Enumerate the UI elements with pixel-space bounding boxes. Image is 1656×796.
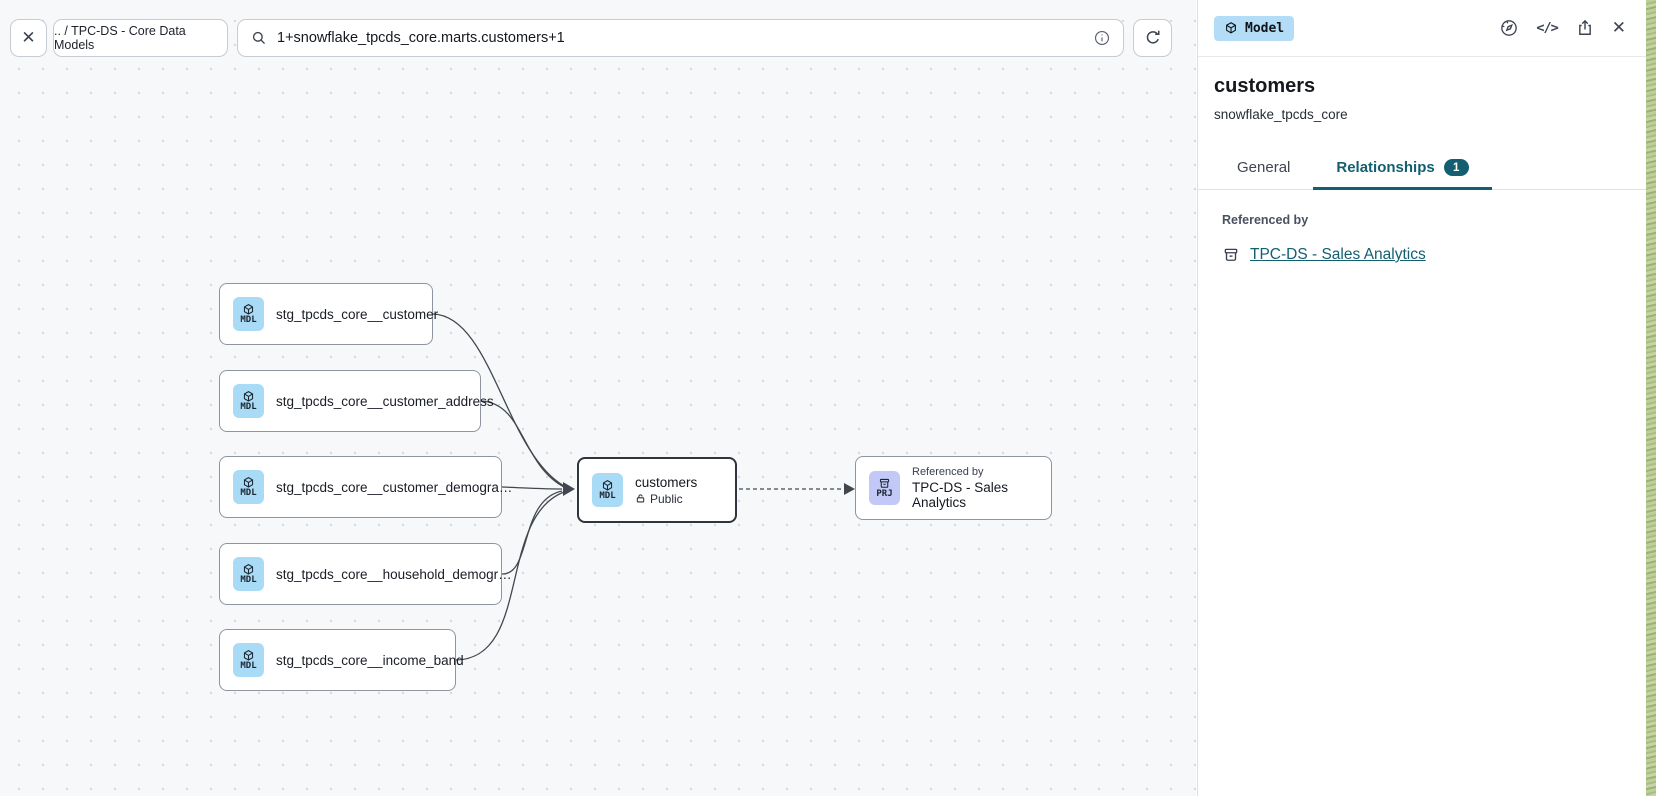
info-icon[interactable] bbox=[1093, 29, 1111, 47]
relationships-count-badge: 1 bbox=[1443, 159, 1469, 176]
search-icon bbox=[252, 31, 266, 45]
breadcrumb[interactable]: .. / TPC-DS - Core Data Models bbox=[53, 19, 228, 57]
referenced-by-label: Referenced by bbox=[1222, 213, 1309, 227]
archive-box-icon bbox=[879, 478, 890, 488]
model-type-badge: MDL bbox=[233, 643, 264, 677]
cube-icon bbox=[1226, 22, 1236, 34]
project-subtitle: snowflake_tpcds_core bbox=[1214, 107, 1348, 122]
cube-icon bbox=[243, 303, 254, 315]
cube-icon bbox=[602, 479, 613, 491]
cube-icon bbox=[243, 563, 254, 575]
cube-icon bbox=[243, 476, 254, 488]
node-label: stg_tpcds_core__customer_address bbox=[276, 393, 494, 409]
node-stg-customer-address[interactable]: MDL stg_tpcds_core__customer_address bbox=[219, 370, 494, 432]
panel-header: Model </> ✕ bbox=[1198, 0, 1646, 57]
edge bbox=[501, 490, 563, 575]
breadcrumb-label: .. / TPC-DS - Core Data Models bbox=[54, 24, 186, 52]
node-customers-selected[interactable]: MDL customers Public bbox=[577, 457, 737, 523]
share-icon[interactable] bbox=[1575, 18, 1595, 38]
desktop-wallpaper-sliver bbox=[1646, 0, 1656, 796]
explore-compass-icon[interactable] bbox=[1499, 18, 1519, 38]
node-stg-customer[interactable]: MDL stg_tpcds_core__customer bbox=[219, 283, 438, 345]
node-referencing-project[interactable]: PRJ Referenced by TPC-DS - Sales Analyti… bbox=[855, 456, 1052, 520]
cube-icon bbox=[243, 649, 254, 661]
panel-body: customers snowflake_tpcds_core General R… bbox=[1198, 57, 1646, 269]
model-type-badge: MDL bbox=[233, 557, 264, 591]
model-type-badge: MDL bbox=[233, 384, 264, 418]
public-access-icon bbox=[636, 494, 645, 503]
close-graph-button[interactable]: ✕ bbox=[10, 19, 47, 57]
panel-tabs: General Relationships 1 bbox=[1198, 149, 1646, 190]
node-label: stg_tpcds_core__customer_demogra… bbox=[276, 479, 513, 495]
node-stg-income-band[interactable]: MDL stg_tpcds_core__income_band bbox=[219, 629, 464, 691]
node-stg-household-demographics[interactable]: MDL stg_tpcds_core__household_demogr… bbox=[219, 543, 512, 605]
arrowhead bbox=[563, 482, 575, 496]
tab-relationships[interactable]: Relationships 1 bbox=[1313, 149, 1492, 190]
model-type-badge: MDL bbox=[233, 470, 264, 504]
close-panel-icon[interactable]: ✕ bbox=[1611, 18, 1626, 37]
node-label: stg_tpcds_core__customer bbox=[276, 306, 439, 322]
node-title: TPC-DS - Sales Analytics bbox=[912, 480, 1009, 510]
resource-type-chip: Model bbox=[1214, 15, 1295, 41]
cube-icon bbox=[243, 390, 254, 402]
refresh-button[interactable] bbox=[1133, 19, 1172, 57]
node-title: customers bbox=[635, 474, 698, 490]
lineage-search[interactable] bbox=[237, 19, 1124, 57]
close-icon: ✕ bbox=[21, 28, 36, 47]
node-access: Public bbox=[635, 492, 697, 506]
arrowhead bbox=[844, 483, 855, 495]
model-type-badge: MDL bbox=[233, 297, 264, 331]
model-type-badge: MDL bbox=[592, 473, 623, 507]
referenced-by-section: Referenced by TPC-DS - Sales Analytics bbox=[1198, 190, 1646, 269]
tab-general[interactable]: General bbox=[1237, 159, 1291, 176]
node-label: stg_tpcds_core__household_demogr… bbox=[276, 566, 512, 582]
code-icon[interactable]: </> bbox=[1536, 20, 1558, 36]
refresh-icon bbox=[1146, 30, 1159, 44]
project-archive-icon bbox=[1224, 248, 1238, 261]
lineage-canvas[interactable]: ✕ .. / TPC-DS - Core Data Models MDL bbox=[0, 0, 1196, 796]
page-title: customers bbox=[1214, 75, 1316, 97]
detail-panel: Model </> ✕ customers snowflake_tpcds_co… bbox=[1197, 0, 1646, 796]
lineage-edges bbox=[432, 313, 855, 661]
node-stg-customer-demographics[interactable]: MDL stg_tpcds_core__customer_demogra… bbox=[219, 456, 512, 518]
referenced-by-link[interactable]: TPC-DS - Sales Analytics bbox=[1222, 246, 1426, 264]
node-label: stg_tpcds_core__income_band bbox=[276, 652, 464, 668]
search-input[interactable] bbox=[277, 30, 1084, 46]
node-caption: Referenced by bbox=[912, 466, 984, 478]
project-type-badge: PRJ bbox=[869, 471, 900, 505]
